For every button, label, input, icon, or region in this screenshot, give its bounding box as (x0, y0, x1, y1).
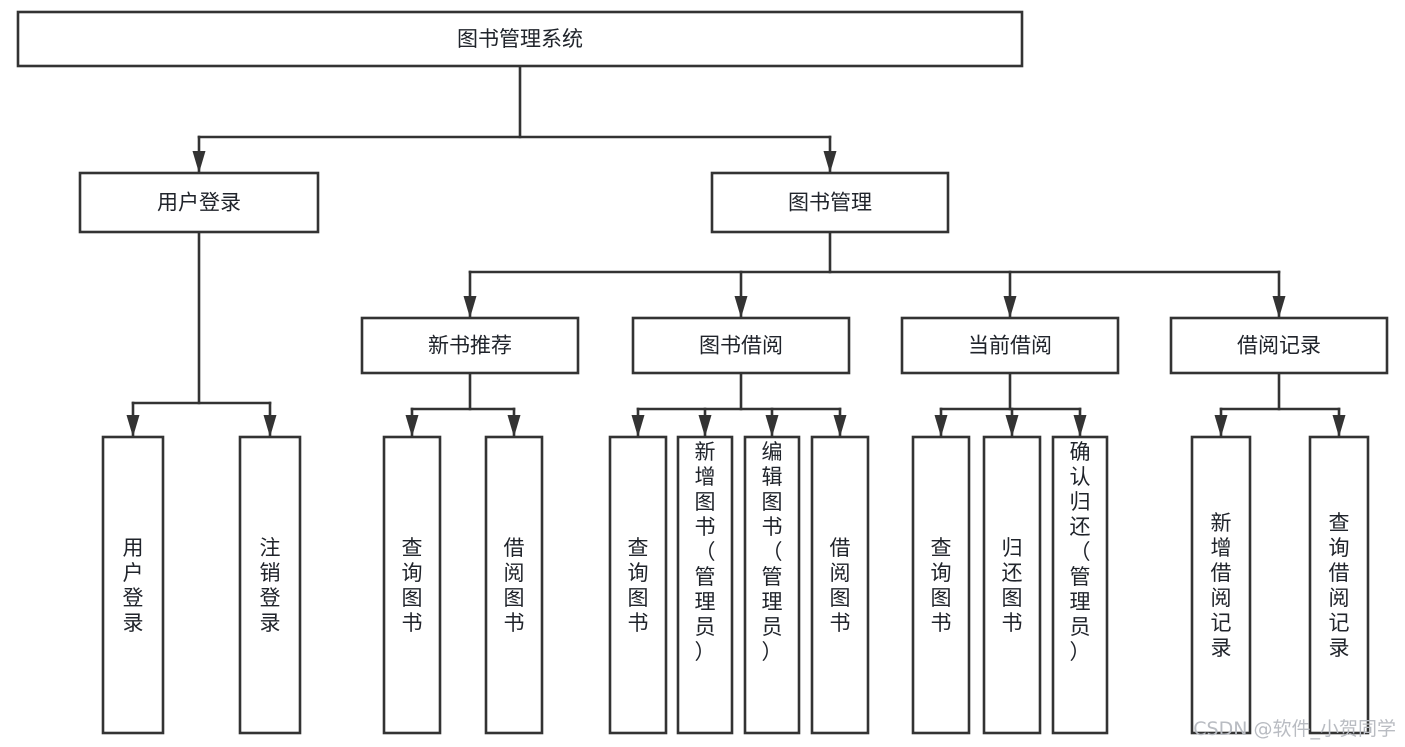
node-box-borrow-record[interactable] (1169, 316, 1389, 375)
node-leaf-query-borrow-record[interactable]: 查询借阅记录 (1308, 435, 1370, 735)
node-leaf-query-book-borrow[interactable]: 查询图书 (608, 435, 668, 735)
node-borrow-record[interactable]: 借阅记录 (1169, 316, 1389, 375)
node-label-user-login: 用户登录 (157, 191, 241, 215)
node-box-user-login[interactable] (78, 171, 320, 234)
node-label-borrow-record: 借阅记录 (1237, 334, 1321, 358)
node-book-borrow[interactable]: 图书借阅 (631, 316, 851, 375)
node-box-leaf-borrow-book-recommend[interactable] (484, 435, 544, 735)
node-leaf-confirm-return-admin[interactable]: 确认归还（管理员） (1051, 435, 1109, 735)
connector-conn-record-bus (1214, 371, 1346, 439)
node-box-leaf-borrow-book[interactable] (810, 435, 870, 735)
node-leaf-add-borrow-record[interactable]: 新增借阅记录 (1190, 435, 1252, 735)
arrow-head-icon (1332, 415, 1346, 437)
node-new-book-recommend[interactable]: 新书推荐 (360, 316, 580, 375)
node-label-leaf-return-book: 归还图书 (1002, 536, 1023, 635)
node-label-leaf-add-book-admin: 新增图书（管理员） (695, 440, 716, 664)
node-label-current-borrow: 当前借阅 (968, 334, 1052, 358)
node-label-leaf-logout-login: 注销登录 (260, 536, 281, 635)
arrow-head-icon (507, 415, 521, 437)
node-label-leaf-user-login: 用户登录 (123, 536, 144, 635)
arrow-head-icon (126, 415, 140, 437)
arrow-head-icon (734, 296, 748, 318)
node-leaf-logout-login[interactable]: 注销登录 (238, 435, 302, 735)
node-box-leaf-logout-login[interactable] (238, 435, 302, 735)
node-leaf-query-book-current[interactable]: 查询图书 (911, 435, 971, 735)
nodes-layer: 图书管理系统用户登录图书管理新书推荐图书借阅当前借阅借阅记录用户登录注销登录查询… (16, 10, 1389, 735)
connector-conn-recommend-bus (405, 371, 521, 439)
arrow-head-icon (405, 415, 419, 437)
node-book-manage[interactable]: 图书管理 (710, 171, 950, 234)
node-leaf-borrow-book[interactable]: 借阅图书 (810, 435, 870, 735)
node-box-book-manage[interactable] (710, 171, 950, 234)
node-label-leaf-borrow-book-recommend: 借阅图书 (504, 536, 525, 635)
node-label-new-book-recommend: 新书推荐 (428, 334, 512, 358)
node-box-leaf-return-book[interactable] (982, 435, 1042, 735)
node-root[interactable]: 图书管理系统 (16, 10, 1024, 68)
connector-conn-root-bus (192, 64, 837, 175)
connector-conn-borrow-bus (631, 371, 847, 439)
node-box-leaf-add-borrow-record[interactable] (1190, 435, 1252, 735)
connectors-layer (126, 64, 1346, 439)
node-user-login[interactable]: 用户登录 (78, 171, 320, 234)
arrow-head-icon (1003, 296, 1017, 318)
csdn-watermark: CSDN @软件_小贺同学 (1193, 718, 1396, 740)
node-box-new-book-recommend[interactable] (360, 316, 580, 375)
arrow-head-icon (1073, 415, 1087, 437)
arrow-head-icon (823, 151, 837, 173)
node-box-leaf-query-book-current[interactable] (911, 435, 971, 735)
arrow-head-icon (934, 415, 948, 437)
arrow-head-icon (765, 415, 779, 437)
node-current-borrow[interactable]: 当前借阅 (900, 316, 1120, 375)
node-box-leaf-add-book-admin[interactable] (676, 435, 734, 735)
node-label-leaf-borrow-book: 借阅图书 (830, 536, 851, 635)
node-leaf-user-login[interactable]: 用户登录 (101, 435, 165, 735)
node-label-book-borrow: 图书借阅 (699, 334, 783, 358)
node-leaf-borrow-book-recommend[interactable]: 借阅图书 (484, 435, 544, 735)
node-box-leaf-user-login[interactable] (101, 435, 165, 735)
connector-conn-book-manage-bus (463, 230, 1286, 320)
node-label-leaf-query-book-recommend: 查询图书 (402, 536, 423, 635)
connector-conn-user-login-bus (126, 230, 277, 439)
node-box-leaf-query-book-borrow[interactable] (608, 435, 668, 735)
node-label-leaf-add-borrow-record: 新增借阅记录 (1211, 511, 1232, 660)
arrow-head-icon (263, 415, 277, 437)
arrow-head-icon (698, 415, 712, 437)
node-box-root[interactable] (16, 10, 1024, 68)
connector-conn-current-bus (934, 371, 1087, 439)
node-label-book-manage: 图书管理 (788, 191, 872, 215)
node-box-leaf-query-book-recommend[interactable] (382, 435, 442, 735)
node-leaf-query-book-recommend[interactable]: 查询图书 (382, 435, 442, 735)
node-leaf-return-book[interactable]: 归还图书 (982, 435, 1042, 735)
node-label-leaf-query-book-borrow: 查询图书 (628, 536, 649, 635)
node-label-leaf-query-borrow-record: 查询借阅记录 (1329, 511, 1350, 660)
arrow-head-icon (1272, 296, 1286, 318)
arrow-head-icon (463, 296, 477, 318)
arrow-head-icon (631, 415, 645, 437)
node-box-book-borrow[interactable] (631, 316, 851, 375)
node-label-root: 图书管理系统 (457, 27, 583, 51)
node-box-current-borrow[interactable] (900, 316, 1120, 375)
node-box-leaf-query-borrow-record[interactable] (1308, 435, 1370, 735)
node-leaf-edit-book-admin[interactable]: 编辑图书（管理员） (743, 435, 801, 735)
node-label-leaf-edit-book-admin: 编辑图书（管理员） (762, 440, 783, 664)
arrow-head-icon (1005, 415, 1019, 437)
node-box-leaf-edit-book-admin[interactable] (743, 435, 801, 735)
arrow-head-icon (833, 415, 847, 437)
arrow-head-icon (192, 151, 206, 173)
node-label-leaf-query-book-current: 查询图书 (931, 536, 952, 635)
node-label-leaf-confirm-return-admin: 确认归还（管理员） (1070, 440, 1091, 664)
arrow-head-icon (1214, 415, 1228, 437)
node-leaf-add-book-admin[interactable]: 新增图书（管理员） (676, 435, 734, 735)
node-box-leaf-confirm-return-admin[interactable] (1051, 435, 1109, 735)
